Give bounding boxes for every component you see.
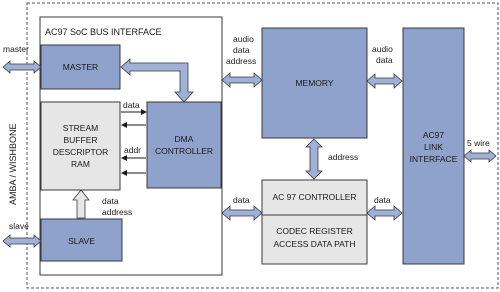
stream-buffer-label-1: STREAM (63, 123, 98, 133)
stream-buffer-label-2: BUFFER (64, 135, 98, 145)
master-port-label: master (3, 44, 29, 54)
dma-controller-block (146, 101, 222, 189)
dma-memory-arrow (221, 72, 263, 88)
audio-data-label-1: audio (372, 44, 393, 54)
dma-label-1: DMA (175, 134, 194, 144)
master-block (40, 44, 121, 90)
audio-data-address-label-2: data (233, 45, 250, 55)
slave-sbr-arrow (72, 189, 90, 219)
sbr-data-label: data (123, 100, 140, 110)
audio-data-label-2: data (376, 55, 393, 65)
soc-bus-interface-title: AC97 SoC BUS INTERFACE (45, 27, 162, 37)
stream-buffer-label-4: RAM (71, 159, 90, 169)
codec-register-label-1: CODEC REGISTER (276, 226, 353, 236)
address-label: address (328, 152, 358, 162)
memory-block-label: MEMORY (295, 78, 333, 88)
memory-block (261, 27, 368, 139)
master-dma-arrow (120, 58, 194, 103)
slave-port-arrow (2, 234, 42, 248)
stream-buffer-descriptor-ram-block (40, 101, 121, 191)
memory-link-arrow (366, 73, 403, 89)
memory-controller-arrow (305, 138, 323, 180)
codec-register-label-2: ACCESS DATA PATH (273, 239, 355, 249)
five-wire-arrow (463, 149, 497, 163)
link-interface-label-1: AC97 (423, 130, 445, 140)
slave-port-label: slave (9, 221, 29, 231)
stream-buffer-label-3: DESCRIPTOR (53, 147, 109, 157)
ac97-controller-label: AC 97 CONTROLLER (272, 192, 356, 202)
outer-dashed-border (26, 2, 499, 289)
master-block-label: MASTER (63, 62, 98, 72)
bus-label: AMBA / WISHBONE (8, 123, 18, 205)
controller-data-right-label: data (374, 195, 391, 205)
link-interface-label-2: LINK (424, 142, 443, 152)
five-wire-label: 5 wire (467, 138, 490, 148)
master-port-arrow (2, 60, 42, 74)
controller-link-arrow (366, 205, 403, 221)
ac97-link-interface-block (402, 27, 465, 265)
data-address-label-1: data (102, 196, 119, 206)
addr-label: addr (124, 145, 141, 155)
soc-controller-arrow (221, 205, 263, 221)
dma-label-2: CONTROLLER (155, 146, 213, 156)
slave-block-label: SLAVE (68, 236, 95, 246)
audio-data-address-label-1: audio (233, 34, 254, 44)
data-address-label-2: address (102, 207, 132, 217)
link-interface-label-3: INTERFACE (410, 154, 458, 164)
slave-block (40, 218, 123, 262)
ac97-controller-block (261, 179, 368, 265)
controller-data-left-label: data (233, 195, 250, 205)
audio-data-address-label-3: address (226, 56, 256, 66)
